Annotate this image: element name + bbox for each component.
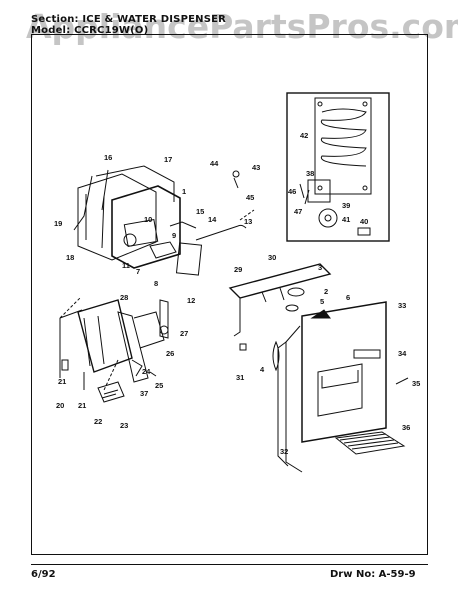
part-label-22: 22	[94, 417, 102, 426]
part-label-27: 27	[180, 329, 188, 338]
part-label-3: 3	[318, 263, 322, 272]
inset-box	[286, 92, 390, 242]
part-label-41: 41	[342, 215, 350, 224]
drip-tray	[334, 431, 406, 455]
part-label-12: 12	[187, 296, 195, 305]
part-label-39: 39	[342, 201, 350, 210]
part-label-31: 31	[236, 373, 244, 382]
drawing-number: Drw No: A-59-9	[330, 569, 416, 580]
part-label-34: 34	[398, 349, 407, 358]
mounting-bracket	[228, 263, 332, 299]
part-label-37: 37	[140, 389, 148, 398]
part-label-21: 21	[58, 377, 66, 386]
part-label-20: 20	[56, 401, 64, 410]
diagram-frame	[31, 34, 428, 555]
actuator-arm	[117, 311, 149, 383]
part-label-14: 14	[208, 215, 217, 224]
part-label-5: 5	[320, 297, 324, 306]
part-label-18: 18	[66, 253, 74, 262]
part-label-46: 46	[288, 187, 296, 196]
revision-date: 6/92	[31, 569, 56, 580]
part-label-35: 35	[412, 379, 420, 388]
part-label-2: 2	[324, 287, 328, 296]
part-label-15: 15	[196, 207, 204, 216]
part-label-42: 42	[300, 131, 308, 140]
part-label-17: 17	[164, 155, 172, 164]
part-label-9: 9	[172, 231, 176, 240]
part-label-19: 19	[54, 219, 62, 228]
part-label-33: 33	[398, 301, 406, 310]
part-label-30: 30	[268, 253, 276, 262]
part-label-25: 25	[155, 381, 163, 390]
part-label-24: 24	[142, 367, 151, 376]
part-label-26: 26	[166, 349, 174, 358]
part-label-38: 38	[306, 169, 314, 178]
part-label-1: 1	[182, 187, 186, 196]
part-label-32: 32	[280, 447, 288, 456]
part-label-10: 10	[144, 215, 152, 224]
model-title: Model: CCRC19W(O)	[31, 25, 149, 36]
part-label-4: 4	[260, 365, 265, 374]
water-valve-plate	[314, 97, 372, 195]
part-label-40: 40	[360, 217, 368, 226]
valve-solenoid	[318, 208, 338, 228]
part-label-29: 29	[234, 265, 242, 274]
watermark: AppliancePartsPros.com	[26, 7, 458, 46]
part-label-7: 7	[136, 267, 140, 276]
section-title: Section: ICE & WATER DISPENSER	[31, 14, 227, 25]
part-label-8: 8	[154, 279, 158, 288]
dispenser-trim-frame	[111, 185, 181, 269]
part-label-43: 43	[252, 163, 260, 172]
part-label-11: 11	[122, 261, 130, 270]
part-label-44: 44	[210, 159, 219, 168]
footer-rule	[31, 564, 428, 565]
part-label-23: 23	[120, 421, 128, 430]
part-label-16: 16	[104, 153, 112, 162]
dispenser-housing	[301, 301, 387, 443]
part-label-21b: 21	[78, 401, 86, 410]
micro-switch	[97, 381, 125, 403]
part-label-47: 47	[294, 207, 302, 216]
part-label-6: 6	[346, 293, 350, 302]
part-label-45: 45	[246, 193, 254, 202]
part-label-13: 13	[244, 217, 252, 226]
valve-coil-tubing	[320, 108, 367, 167]
part-label-28: 28	[120, 293, 128, 302]
valve-bracket	[307, 179, 331, 203]
part-label-36: 36	[402, 423, 410, 432]
